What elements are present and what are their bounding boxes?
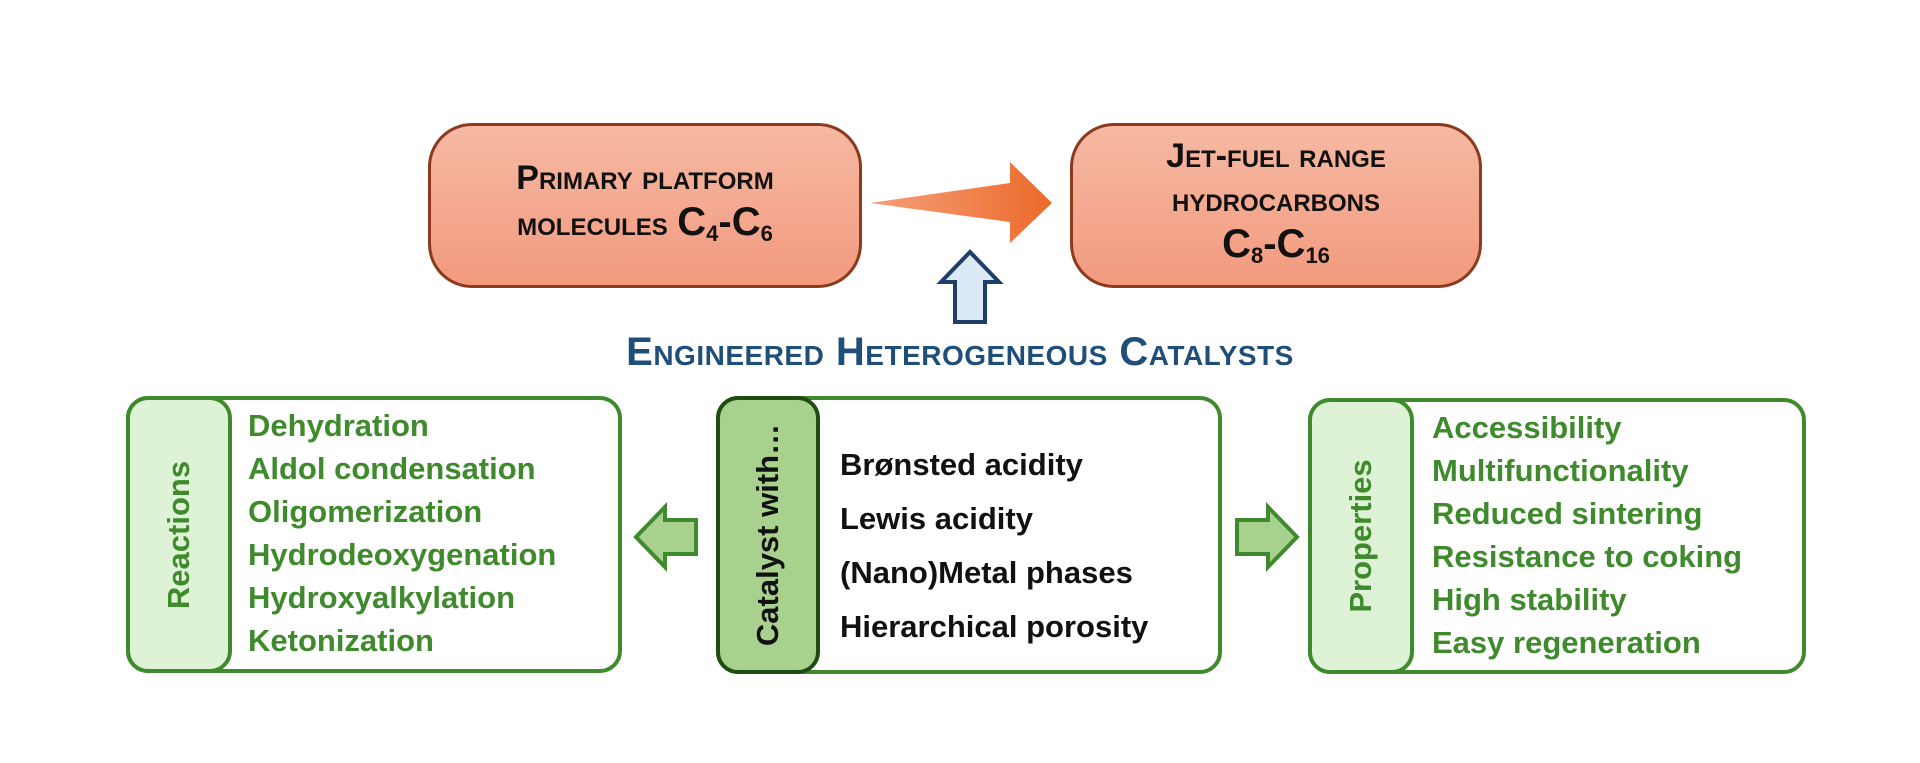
- list-item: Ketonization: [248, 623, 434, 658]
- list-item: Oligomerization: [248, 494, 483, 529]
- properties-box: Properties Accessibility Multifunctional…: [1308, 398, 1806, 674]
- catalyst-list: Brønsted acidity Lewis acidity (Nano)Met…: [840, 438, 1148, 654]
- properties-tab: Properties: [1308, 398, 1414, 674]
- list-item: Dehydration: [248, 408, 429, 443]
- properties-label: Properties: [1343, 459, 1378, 613]
- list-item: Easy regeneration: [1432, 625, 1701, 660]
- reactions-list: Dehydration Aldol condensation Oligomeri…: [248, 404, 556, 662]
- list-item: Brønsted acidity: [840, 447, 1083, 482]
- list-item: Aldol condensation: [248, 451, 536, 486]
- list-item: High stability: [1432, 582, 1627, 617]
- list-item: Lewis acidity: [840, 501, 1033, 536]
- reactions-box: Reactions Dehydration Aldol condensation…: [126, 396, 622, 673]
- up-arrow-icon: [936, 249, 1004, 324]
- catalyst-box: Catalyst with… Brønsted acidity Lewis ac…: [716, 396, 1222, 674]
- list-item: Reduced sintering: [1432, 496, 1703, 531]
- reactions-tab: Reactions: [126, 396, 232, 673]
- list-item: Accessibility: [1432, 410, 1622, 445]
- list-item: Hierarchical porosity: [840, 609, 1149, 644]
- reactions-label: Reactions: [161, 460, 196, 609]
- left-arrow-icon: [633, 502, 698, 572]
- list-item: Multifunctionality: [1432, 453, 1689, 488]
- diagram-title: Engineered Heterogeneous Catalysts: [626, 330, 1294, 374]
- list-item: Hydroxyalkylation: [248, 580, 516, 615]
- list-item: (Nano)Metal phases: [840, 555, 1133, 590]
- catalyst-label: Catalyst with…: [750, 423, 785, 647]
- right-arrow-icon: [1235, 502, 1300, 572]
- jet-fuel-line2: hydrocarbons: [1171, 180, 1380, 219]
- primary-platform-line1: Primary platform: [516, 158, 774, 197]
- catalyst-tab: Catalyst with…: [716, 396, 820, 674]
- properties-list: Accessibility Multifunctionality Reduced…: [1432, 406, 1742, 664]
- list-item: Hydrodeoxygenation: [248, 537, 557, 572]
- primary-platform-molecules-box: Primary platform molecules C4-C6: [428, 123, 862, 288]
- jet-fuel-range-box: Jet-fuel range hydrocarbons C8-C16: [1070, 123, 1482, 288]
- primary-platform-line2: molecules C4-C6: [517, 199, 773, 246]
- list-item: Resistance to coking: [1432, 539, 1743, 574]
- jet-fuel-formula: C8-C16: [1222, 221, 1330, 268]
- jet-fuel-line1: Jet-fuel range: [1166, 136, 1386, 175]
- orange-arrow-icon: [870, 162, 1052, 243]
